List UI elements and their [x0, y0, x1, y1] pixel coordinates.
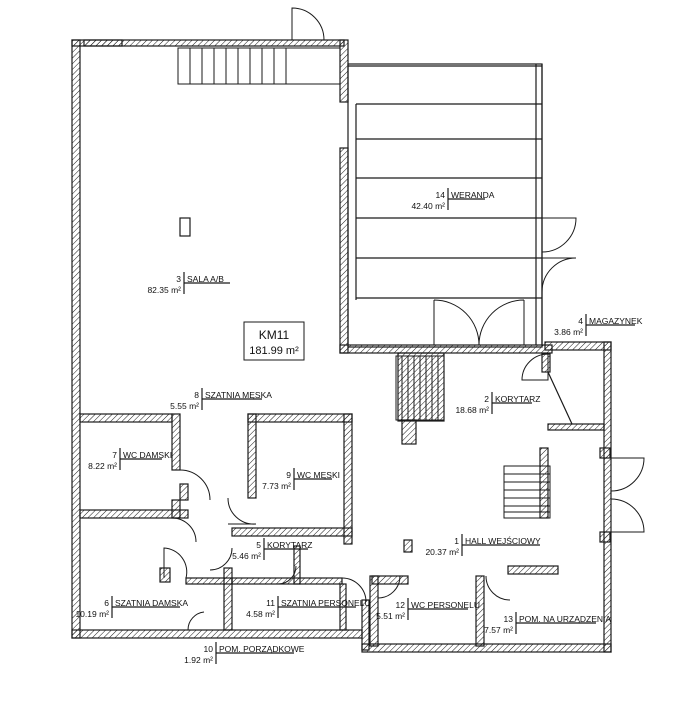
room-name: HALL WEJŚCIOWY [465, 535, 541, 546]
room-name: WC MĘSKI [297, 470, 340, 480]
room-area: 5.46 m² [232, 551, 261, 561]
room-name: SALA A/B [187, 274, 224, 284]
corridor-stairs [395, 355, 551, 519]
room-name: KORYTARZ [495, 394, 541, 404]
room-number: 2 [484, 394, 489, 404]
summary-area: 181.99 m² [249, 345, 299, 357]
room-number: 1 [454, 536, 459, 546]
interior-walls-right [369, 352, 611, 647]
room-label-3: 3 SALA A/B 82.35 m² [147, 272, 230, 295]
room-label-12: 12 WC PERSONELU 5.51 m² [376, 598, 480, 621]
outer-walls [71, 39, 612, 653]
room-number: 6 [104, 598, 109, 608]
room-area: 3.86 m² [554, 327, 583, 337]
summary-box: KM11 181.99 m² [243, 321, 305, 361]
room-name: WERANDA [451, 190, 495, 200]
veranda-frame [347, 63, 577, 348]
room-name: POM. NA URZĄDZENIA [519, 614, 611, 624]
room-label-1: 1 HALL WEJŚCIOWY 20.37 m² [425, 534, 541, 557]
room-number: 14 [436, 190, 446, 200]
room-area: 18.68 m² [455, 405, 489, 415]
room-name: WC PERSONELU [411, 600, 480, 610]
room-name: KORYTARZ [267, 540, 313, 550]
room-number: 3 [176, 274, 181, 284]
room-label-7: 7 WC DAMSKI 8.22 m² [88, 448, 172, 471]
room-number: 12 [396, 600, 406, 610]
room-label-5: 5 KORYTARZ 5.46 m² [232, 538, 313, 561]
room-area: 7.57 m² [484, 625, 513, 635]
room-number: 11 [266, 598, 275, 608]
top-stairs [83, 7, 341, 85]
room-label-6: 6 SZATNIA DAMSKA 10.19 m² [75, 596, 188, 619]
room-number: 9 [286, 470, 291, 480]
room-label-14: 14 WERANDA 42.40 m² [411, 188, 495, 211]
summary-code: KM11 [259, 328, 290, 342]
room-area: 4.58 m² [246, 609, 275, 619]
room-area: 7.73 m² [262, 481, 291, 491]
room-label-13: 13 POM. NA URZĄDZENIA 7.57 m² [484, 612, 611, 635]
room-area: 82.35 m² [147, 285, 181, 295]
room-name: SZATNIA MĘSKA [205, 390, 272, 400]
room-name: SZATNIA DAMSKA [115, 598, 188, 608]
room-name: MAGAZYNEK [589, 316, 643, 326]
room-area: 10.19 m² [75, 609, 109, 619]
room-number: 13 [504, 614, 514, 624]
room-number: 8 [194, 390, 199, 400]
room-number: 4 [578, 316, 583, 326]
room-name: SZATNIA PERSONELU [281, 598, 371, 608]
room-number: 7 [112, 450, 117, 460]
room-area: 5.51 m² [376, 611, 405, 621]
interior-walls-left [79, 413, 353, 631]
room-label-11: 11 SZATNIA PERSONELU 4.58 m² [246, 596, 371, 619]
interior-doors [163, 353, 645, 631]
room-area: 20.37 m² [425, 547, 459, 557]
room-area: 5.55 m² [170, 401, 199, 411]
room-label-10: 10 POM. PORZĄDKOWE 1.92 m² [184, 642, 305, 665]
room-label-9: 9 WC MĘSKI 7.73 m² [262, 468, 340, 491]
room-name: POM. PORZĄDKOWE [219, 644, 305, 654]
room-area: 42.40 m² [411, 201, 445, 211]
room-name: WC DAMSKI [123, 450, 172, 460]
room-number: 10 [204, 644, 214, 654]
room-area: 8.22 m² [88, 461, 117, 471]
room-label-2: 2 KORYTARZ 18.68 m² [455, 392, 541, 415]
room-number: 5 [256, 540, 261, 550]
room-label-4: 4 MAGAZYNEK 3.86 m² [554, 314, 643, 337]
column [179, 217, 191, 237]
room-area: 1.92 m² [184, 655, 213, 665]
room-label-8: 8 SZATNIA MĘSKA 5.55 m² [170, 388, 272, 411]
